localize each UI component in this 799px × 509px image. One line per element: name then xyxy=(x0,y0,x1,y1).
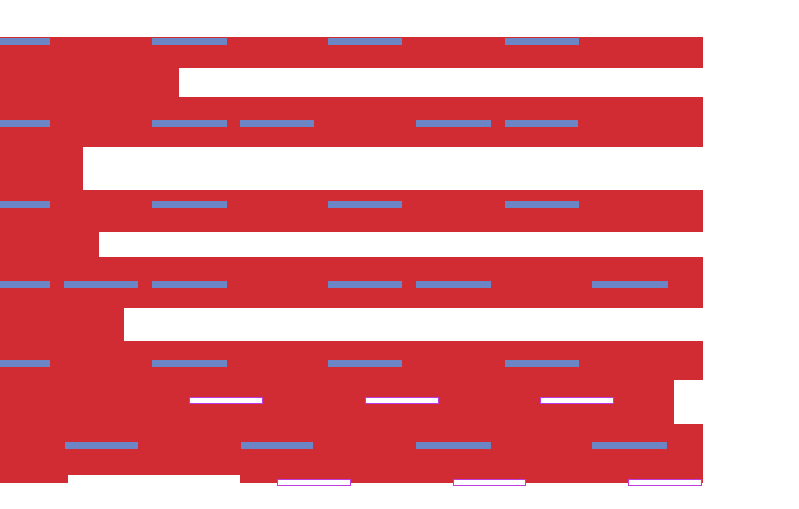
line-gap-3 xyxy=(99,232,703,257)
link-underline[interactable] xyxy=(0,201,50,208)
link-underline[interactable] xyxy=(328,281,402,288)
link-underline[interactable] xyxy=(328,38,402,45)
link-underline[interactable] xyxy=(592,281,668,288)
line-gap-1 xyxy=(179,68,703,97)
link-underline[interactable] xyxy=(152,120,227,127)
link-underline[interactable] xyxy=(0,281,50,288)
corner-notch-gap xyxy=(674,380,703,424)
bottom-line-gap xyxy=(68,475,240,483)
link-underline[interactable] xyxy=(152,360,227,367)
highlighted-link-underline[interactable] xyxy=(277,479,351,486)
line-gap-4 xyxy=(124,308,703,341)
highlighted-link-underline[interactable] xyxy=(453,479,526,486)
highlighted-link-underline[interactable] xyxy=(189,397,263,404)
link-underline[interactable] xyxy=(328,360,402,367)
link-underline[interactable] xyxy=(592,442,667,449)
line-gap-2 xyxy=(83,147,703,190)
highlighted-link-underline[interactable] xyxy=(628,479,702,486)
link-underline[interactable] xyxy=(152,38,227,45)
link-underline[interactable] xyxy=(0,120,50,127)
link-underline[interactable] xyxy=(152,201,227,208)
link-underline[interactable] xyxy=(0,360,50,367)
link-underline[interactable] xyxy=(416,442,491,449)
link-underline[interactable] xyxy=(328,201,402,208)
link-underline[interactable] xyxy=(505,201,579,208)
link-underline[interactable] xyxy=(416,120,491,127)
link-underline[interactable] xyxy=(152,281,227,288)
link-underline[interactable] xyxy=(64,281,138,288)
highlighted-link-underline[interactable] xyxy=(540,397,614,404)
link-underline[interactable] xyxy=(241,442,313,449)
link-underline[interactable] xyxy=(65,442,138,449)
link-underline[interactable] xyxy=(416,281,491,288)
link-underline[interactable] xyxy=(505,360,579,367)
redacted-text-block xyxy=(0,37,703,483)
link-underline[interactable] xyxy=(505,120,578,127)
link-underline[interactable] xyxy=(505,38,579,45)
link-underline[interactable] xyxy=(0,38,50,45)
link-underline[interactable] xyxy=(240,120,314,127)
highlighted-link-underline[interactable] xyxy=(365,397,439,404)
